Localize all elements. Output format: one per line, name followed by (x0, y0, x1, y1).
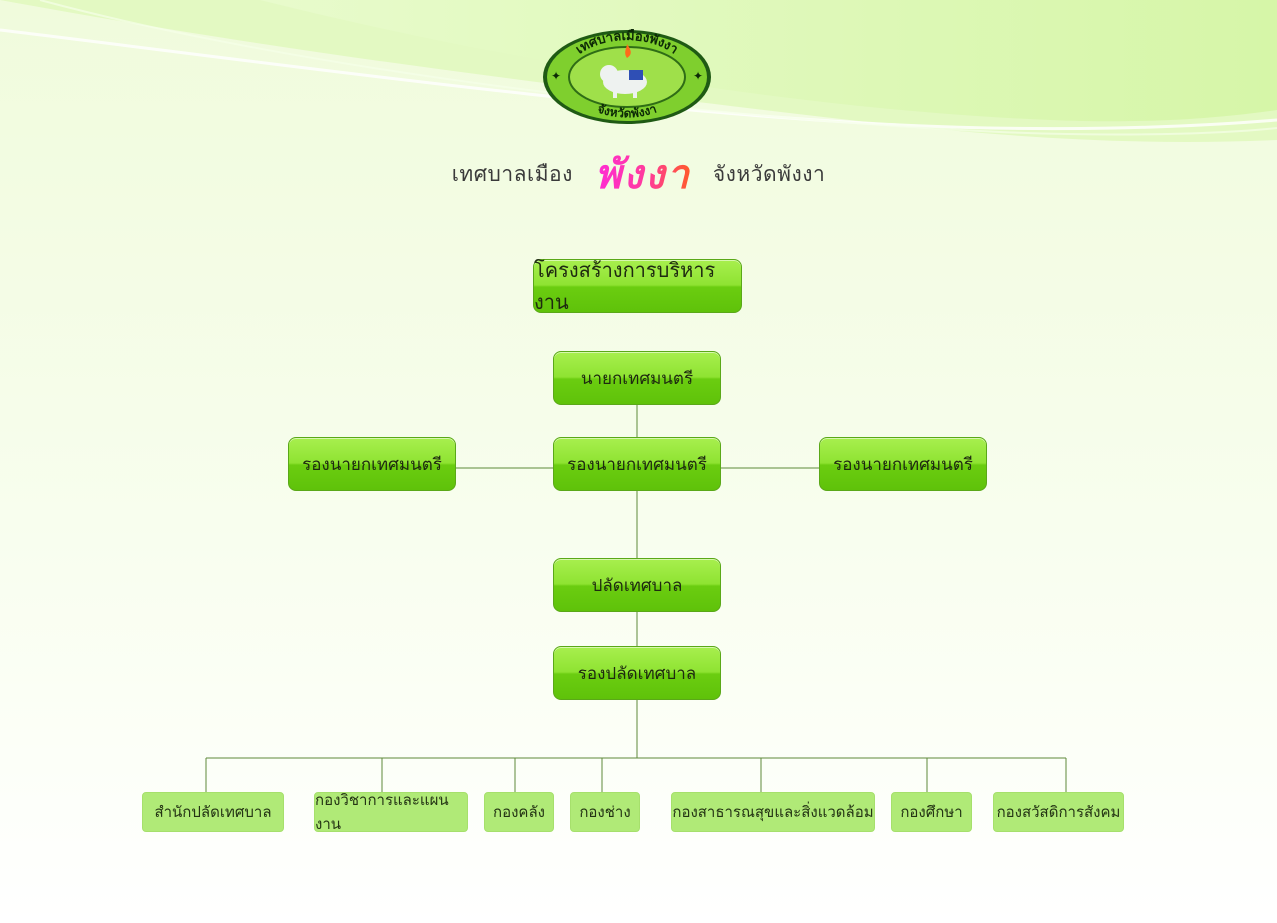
header-prefix: เทศบาลเมือง (451, 161, 573, 186)
svg-text:✦: ✦ (551, 69, 561, 83)
svg-text:จังหวัดพังงา: จังหวัดพังงา (596, 102, 659, 121)
header-brand-logo: พังงา (595, 142, 691, 206)
municipal-clerk-box: ปลัดเทศบาล (553, 558, 721, 612)
unit-education: กองศึกษา (891, 792, 972, 832)
unit-engineering: กองช่าง (570, 792, 640, 832)
unit-clerk-office: สำนักปลัดเทศบาล (142, 792, 284, 832)
org-chart-title: โครงสร้างการบริหารงาน (533, 258, 742, 314)
deputy-mayor-center-box: รองนายกเทศมนตรี (553, 437, 721, 491)
deputy-mayor-left-box: รองนายกเทศมนตรี (288, 437, 456, 491)
unit-treasury: กองคลัง (484, 792, 554, 832)
municipality-emblem: เทศบาลเมืองพังงา จังหวัดพังงา ✦ ✦ (541, 28, 713, 126)
deputy-mayor-right-box: รองนายกเทศมนตรี (819, 437, 987, 491)
svg-text:✦: ✦ (693, 69, 703, 83)
unit-academic-planning: กองวิชาการและแผนงาน (314, 791, 468, 833)
unit-public-health-environment: กองสาธารณสุขและสิ่งแวดล้อม (671, 792, 875, 832)
unit-social-welfare: กองสวัสดิการสังคม (993, 792, 1124, 832)
mayor-box: นายกเทศมนตรี (553, 351, 721, 405)
header-suffix: จังหวัดพังงา (712, 161, 826, 186)
site-header: เทศบาลเมือง พังงา จังหวัดพังงา (0, 142, 1277, 206)
deputy-clerk-box: รองปลัดเทศบาล (553, 646, 721, 700)
